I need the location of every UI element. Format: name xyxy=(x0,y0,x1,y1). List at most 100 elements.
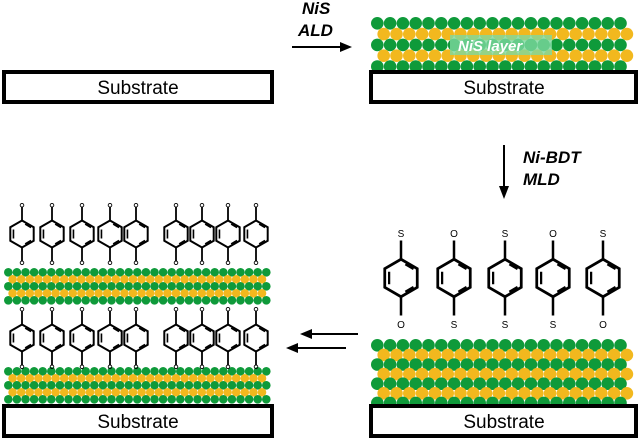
s-atom xyxy=(102,374,112,383)
ni-atom xyxy=(38,367,47,376)
s-atom xyxy=(231,275,241,284)
ni-atom xyxy=(167,268,176,277)
ni-atom xyxy=(81,296,90,305)
s-atom xyxy=(197,275,207,284)
s-atom xyxy=(415,49,429,62)
ni-atom xyxy=(55,395,65,404)
s-atom xyxy=(42,388,52,397)
s-atom xyxy=(85,275,95,284)
s-atom xyxy=(240,289,250,298)
bdt-molecule xyxy=(123,306,149,370)
s-atom xyxy=(479,387,493,400)
s-atom xyxy=(180,275,189,284)
bdt-molecule xyxy=(69,202,95,266)
benzene-ring xyxy=(436,257,472,299)
ni-atom xyxy=(563,339,576,352)
ni-atom xyxy=(184,395,194,404)
ni-atom xyxy=(588,38,602,52)
s-atom xyxy=(569,367,582,381)
ni-atom xyxy=(158,268,168,277)
ni-atom xyxy=(12,268,22,277)
s-atom xyxy=(154,388,164,397)
ni-atom xyxy=(537,339,550,352)
s-atom xyxy=(505,348,518,362)
s-atom xyxy=(377,367,391,381)
s-atom xyxy=(128,374,138,383)
s-atom xyxy=(543,387,557,400)
s-atom xyxy=(16,388,26,397)
s-atom xyxy=(59,374,69,383)
s-atom xyxy=(180,289,189,298)
s-atom xyxy=(240,374,250,383)
ni-atom xyxy=(219,296,228,305)
s-atom xyxy=(556,387,570,400)
ni-atom xyxy=(588,377,602,391)
ni-atom xyxy=(588,339,602,352)
benzene-ring xyxy=(585,257,621,299)
ni-atom xyxy=(511,358,525,371)
ni-atom xyxy=(29,395,39,404)
s-atom xyxy=(94,275,103,284)
ni-atom xyxy=(29,282,39,291)
sulfur-label-top: S xyxy=(398,229,405,240)
ni-atom xyxy=(460,17,474,30)
bdt-molecule xyxy=(215,202,241,266)
ni-atom xyxy=(124,367,133,376)
ni-atom xyxy=(563,377,576,391)
bdt-molecule xyxy=(243,306,269,370)
ni-atom xyxy=(537,358,550,371)
ni-atom xyxy=(47,268,56,277)
ni-atom xyxy=(396,38,410,52)
ni-atom xyxy=(614,60,627,73)
ni-atom xyxy=(64,268,73,277)
ni-atom xyxy=(90,381,99,390)
ni-atom xyxy=(184,367,194,376)
ni-atom xyxy=(524,60,538,73)
s-atom xyxy=(85,289,95,298)
substrate-step1: Substrate xyxy=(2,70,274,104)
s-atom xyxy=(403,27,416,41)
sulfur-label-top: S xyxy=(502,229,509,240)
ni-atom xyxy=(253,367,262,376)
ni-atom xyxy=(227,395,237,404)
ni-atom xyxy=(201,296,211,305)
ni-atom xyxy=(447,377,461,391)
ni-atom xyxy=(227,282,237,291)
ni-atom xyxy=(176,296,185,305)
s-atom xyxy=(505,387,518,400)
ni-atom xyxy=(227,296,237,305)
s-atom xyxy=(582,367,595,381)
s-atom xyxy=(34,374,43,383)
sulfur-label-bottom: S xyxy=(550,320,557,331)
ni-atom xyxy=(72,268,82,277)
ald-arrow: NiS ALD xyxy=(292,0,352,52)
s-atom xyxy=(441,387,455,400)
ni-atom xyxy=(524,358,538,371)
benzene-ring xyxy=(97,323,123,353)
ni-atom xyxy=(550,377,563,391)
s-atom xyxy=(403,367,416,381)
s-atom xyxy=(249,289,258,298)
s-atom xyxy=(377,49,391,62)
s-atom xyxy=(257,374,267,383)
s-atom xyxy=(582,387,595,400)
s-atom xyxy=(454,387,467,400)
s-atom xyxy=(403,387,416,400)
s-atom xyxy=(595,367,608,381)
oxygen-label-top: O xyxy=(450,229,458,240)
ni-atom xyxy=(21,367,30,376)
ni-atom xyxy=(167,367,176,376)
ni-atom xyxy=(90,282,99,291)
s-atom xyxy=(518,348,531,362)
ni-atom xyxy=(563,358,576,371)
ni-atom xyxy=(167,296,176,305)
ni-atom xyxy=(219,367,228,376)
ni-atom xyxy=(98,268,108,277)
s-atom xyxy=(94,374,103,383)
s-atom xyxy=(120,374,129,383)
s-atom xyxy=(111,289,121,298)
ni-atom xyxy=(244,381,254,390)
s-atom xyxy=(607,387,621,400)
bdt-molecule xyxy=(69,306,95,370)
ni-atom xyxy=(124,282,133,291)
